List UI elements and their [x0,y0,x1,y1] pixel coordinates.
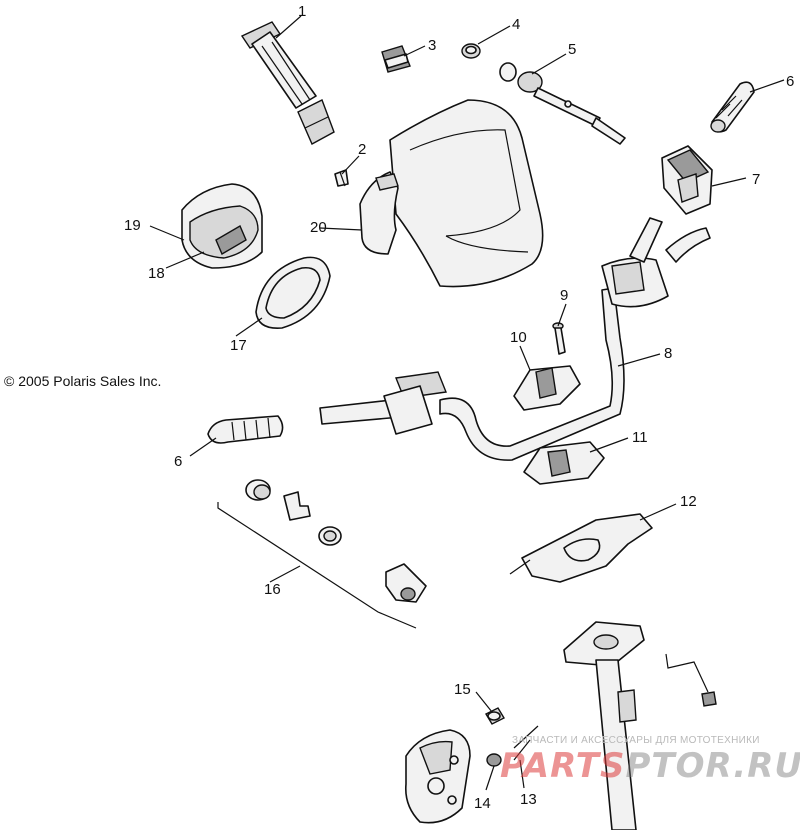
part-18-19-headlight [181,183,263,269]
part-16-kit [217,479,427,629]
callout-2: 2 [358,141,366,158]
part-1-wiring-harness [240,21,335,145]
part-20-headlight-pod [359,99,544,288]
copyright-notice: © 2005 Polaris Sales Inc. [4,373,162,389]
watermark-logo-part1: PARTS [500,746,626,786]
part-6-right-grip [710,81,755,133]
part-15-bolt [485,707,505,725]
part-3-switch [381,45,411,73]
callout-14: 14 [474,795,491,812]
callout-17: 17 [230,337,247,354]
callout-5: 5 [568,41,576,58]
callout-9: 9 [560,287,568,304]
part-12-mounting-plate [509,513,653,583]
part-7-switch-housing [661,145,713,215]
callout-13: 13 [520,791,537,808]
part-6-left-grip [207,415,284,444]
watermark-caption: ЗАПЧАСТИ И АКСЕССУАРЫ ДЛЯ МОТОТЕХНИКИ [512,735,760,746]
steering-bracket [404,729,471,824]
steering-post [563,621,717,830]
part-10-clamp-upper [513,365,581,411]
callout-15: 15 [454,681,471,698]
watermark-logo: PARTSPTOR.RU [500,746,800,786]
callout-12: 12 [680,493,697,510]
watermark-logo-part2: PTOR.RU [625,746,800,786]
callout-10: 10 [510,329,527,346]
callout-6-left: 6 [174,453,182,470]
part-9-bolt [552,322,566,355]
callout-4: 4 [512,16,520,33]
part-5-throttle-assembly [499,62,626,145]
callout-8: 8 [664,345,672,362]
callout-6-right: 6 [786,73,794,90]
callout-7: 7 [752,171,760,188]
part-8-handlebar [319,217,711,461]
callout-3: 3 [428,37,436,54]
callout-1: 1 [298,3,306,20]
part-11-clamp-lower [523,441,605,485]
part-4-grommet [461,43,481,59]
callout-18: 18 [148,265,165,282]
callout-19: 19 [124,217,141,234]
callout-11: 11 [632,429,648,446]
callout-20: 20 [310,219,327,236]
part-17-gasket [255,256,331,329]
leader-lines [149,15,785,791]
part-2-screw [334,169,349,187]
callout-16: 16 [264,581,281,598]
callout-labels: 1 2 3 4 5 6 6 7 8 9 10 11 12 13 14 15 16… [124,3,794,812]
